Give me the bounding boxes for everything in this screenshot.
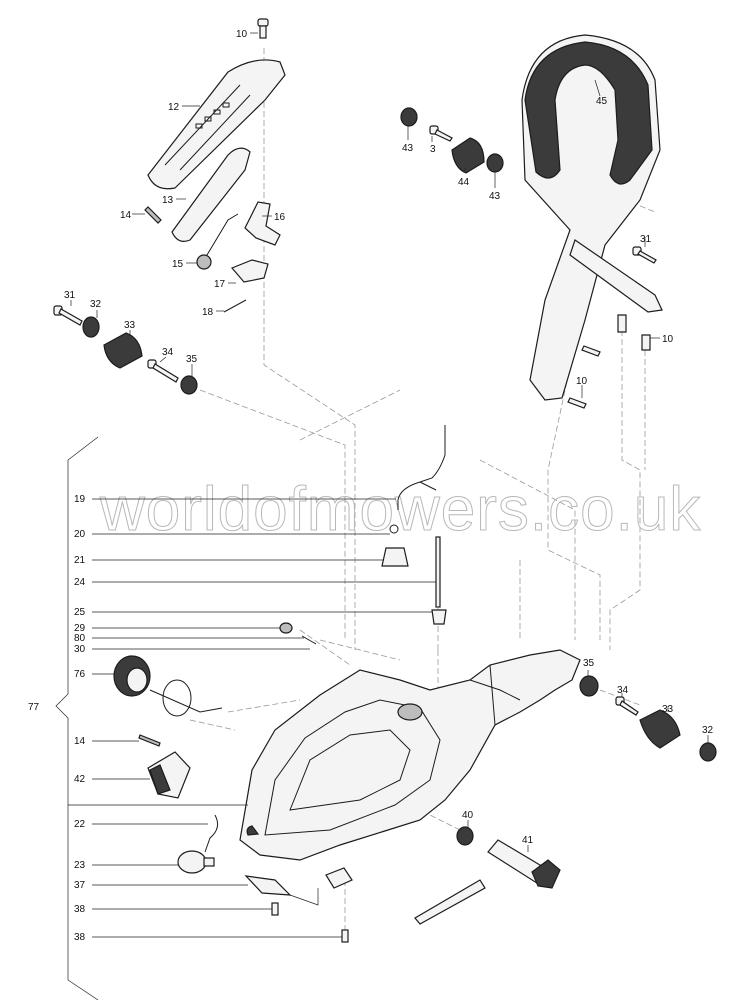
- callout-12: 12: [168, 102, 180, 113]
- callout-38-a: 38: [74, 904, 86, 915]
- callout-31-handle: 31: [640, 234, 652, 245]
- group-bracket-77: [55, 436, 99, 1000]
- part-13-trigger: [171, 147, 251, 242]
- callout-21: 21: [74, 555, 86, 566]
- part-43-buffer-a: [400, 107, 418, 127]
- callout-23: 23: [74, 860, 86, 871]
- callout-77: 77: [28, 702, 40, 713]
- part-29-cap: [279, 622, 293, 634]
- part-31-bolt-left: [53, 305, 83, 326]
- part-32-buffer-left: [82, 316, 100, 338]
- part-76-fuel-cap: [113, 655, 223, 717]
- callout-35-right: 35: [583, 658, 595, 669]
- part-44-spring: [451, 137, 485, 174]
- leader-lines: [68, 32, 709, 938]
- callout-43-b: 43: [489, 191, 501, 202]
- callout-33-right: 33: [662, 704, 674, 715]
- part-10-screw-top: [257, 18, 269, 39]
- part-18-spring: [223, 299, 247, 313]
- part-20-clip: [389, 524, 399, 534]
- callout-32-left: 32: [90, 299, 102, 310]
- part-33-spring-right: [639, 709, 681, 749]
- callout-20: 20: [74, 529, 86, 540]
- callout-13: 13: [162, 195, 174, 206]
- part-38-screw-a: [271, 902, 279, 916]
- part-10-screws-handle: [567, 314, 651, 409]
- callout-44: 44: [458, 177, 470, 188]
- callout-14-lower: 14: [74, 736, 86, 747]
- callout-43-a: 43: [402, 143, 414, 154]
- part-21-filter: [381, 547, 409, 567]
- callout-24: 24: [74, 577, 86, 588]
- callout-16: 16: [274, 212, 286, 223]
- callout-labels: 10 12 13 14 15 16 17 18 31 32 33 34 35 4…: [28, 29, 714, 943]
- part-3-bolt: [429, 125, 453, 142]
- callout-25: 25: [74, 607, 86, 618]
- callout-38-b: 38: [74, 932, 86, 943]
- part-35-buffer-left: [180, 375, 198, 395]
- callout-33-left: 33: [124, 320, 136, 331]
- callout-45: 45: [596, 96, 608, 107]
- part-45-front-handle: [521, 34, 663, 401]
- part-14-pin-lower: [138, 734, 161, 747]
- callout-32-right: 32: [702, 725, 714, 736]
- callout-3: 3: [430, 144, 436, 155]
- callout-29: 29: [74, 623, 86, 634]
- part-38-screw-b: [341, 929, 349, 943]
- callout-10-lower: 10: [576, 376, 588, 387]
- part-17-catch: [230, 259, 269, 283]
- part-15-spring: [196, 213, 239, 270]
- part-25-valve: [431, 609, 447, 625]
- callout-22: 22: [74, 819, 86, 830]
- callout-10-handle: 10: [662, 334, 674, 345]
- callout-31-left: 31: [64, 290, 76, 301]
- callout-30: 30: [74, 644, 86, 655]
- callout-76: 76: [74, 669, 86, 680]
- callout-34-right: 34: [617, 685, 629, 696]
- callout-80: 80: [74, 633, 86, 644]
- callout-18: 18: [202, 307, 214, 318]
- part-40-nut: [456, 826, 474, 846]
- callout-41: 41: [522, 835, 534, 846]
- part-35-buffer-right: [579, 675, 599, 697]
- callout-37: 37: [74, 880, 86, 891]
- part-16-lockout: [244, 201, 281, 246]
- callout-42: 42: [74, 774, 86, 785]
- callout-40: 40: [462, 810, 474, 821]
- part-33-spring-left: [103, 332, 143, 369]
- part-80-30-spring-ball: [301, 635, 317, 645]
- part-41-combi-spanner: [414, 839, 561, 925]
- callout-10-top: 10: [236, 29, 248, 40]
- main-crankcase-housing: [239, 649, 581, 861]
- part-14-pin-top: [144, 206, 162, 224]
- part-42-cover: [147, 751, 191, 799]
- part-34-bolt-right: [615, 696, 639, 716]
- part-23-primer: [177, 850, 215, 874]
- watermark-text: worldofmowers.co.uk: [99, 475, 701, 544]
- part-32-buffer-right: [699, 742, 717, 762]
- callout-17: 17: [214, 279, 226, 290]
- part-22-hose: [204, 814, 219, 853]
- part-34-bolt-left: [147, 359, 179, 383]
- part-12-handle-cover: [147, 59, 286, 190]
- callout-14-top: 14: [120, 210, 132, 221]
- part-31-bolt-right-handle: [632, 246, 657, 264]
- part-24-vent-tube: [435, 536, 441, 608]
- callout-19: 19: [74, 494, 86, 505]
- callout-35-left: 35: [186, 354, 198, 365]
- callout-34-left: 34: [162, 347, 174, 358]
- callout-15: 15: [172, 259, 184, 270]
- part-19-fuel-line: [397, 425, 446, 510]
- part-43-buffer-b: [486, 153, 504, 173]
- part-37-bracket: [244, 867, 353, 896]
